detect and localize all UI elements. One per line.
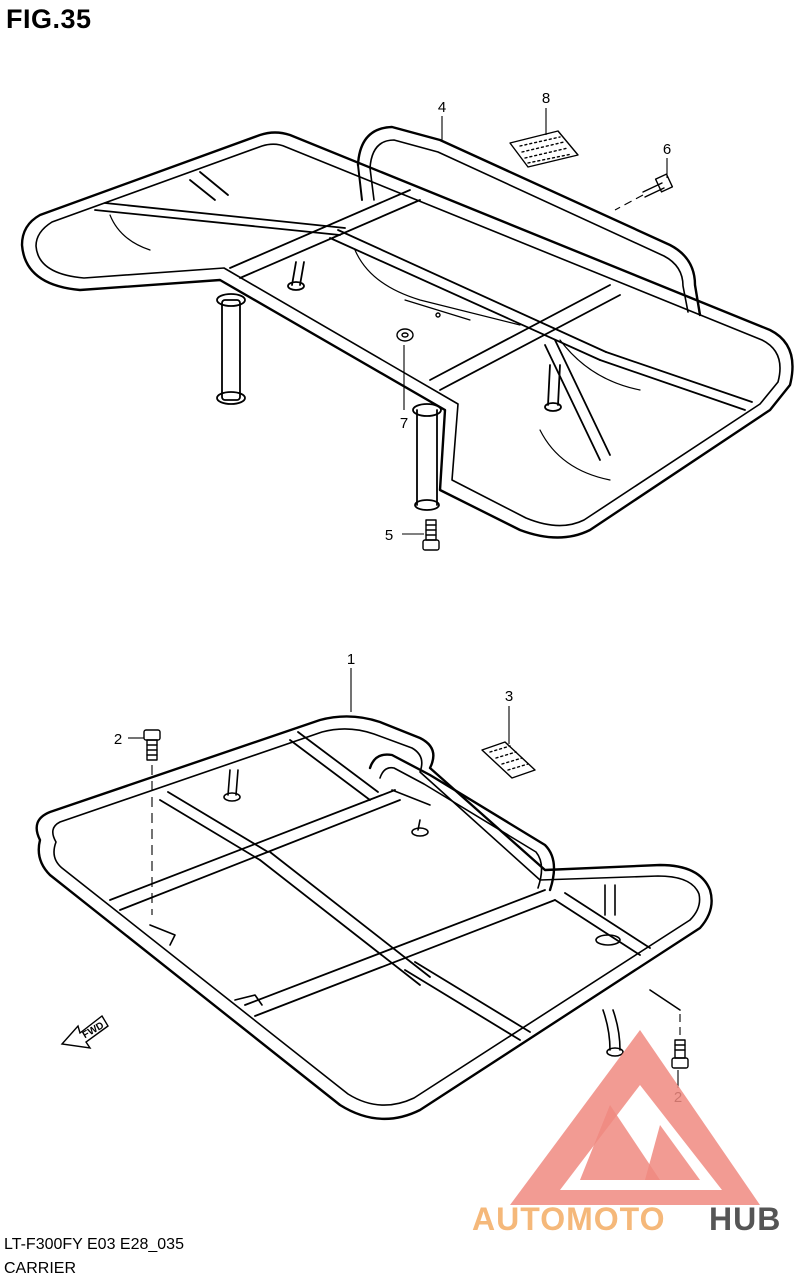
watermark-text-main: AUTOMOTO	[472, 1201, 665, 1237]
callout-3: 3	[505, 688, 513, 705]
rear-carrier-legs	[216, 261, 562, 511]
front-pad	[481, 741, 536, 779]
bolt-2-lower	[671, 1039, 689, 1069]
bolt-2-upper	[143, 729, 161, 761]
model-code: LT-F300FY E03 E28_035	[4, 1236, 184, 1253]
leader-lines	[128, 108, 681, 1088]
front-carrier-outer-frame	[35, 715, 713, 1120]
figure-title: FIG.35	[6, 4, 92, 34]
callout-1: 1	[347, 651, 355, 668]
front-carrier-cross-bars	[109, 731, 651, 1041]
bolt-5	[422, 519, 440, 551]
front-carrier-assembly	[35, 715, 713, 1120]
leader-6b	[614, 194, 644, 211]
callout-2-upper: 2	[114, 731, 122, 748]
nut-7	[396, 312, 441, 342]
fwd-arrow-icon: FWD	[60, 1014, 109, 1049]
callout-7: 7	[400, 415, 408, 432]
rear-carrier-outer-frame	[20, 131, 794, 539]
front-carrier-raised-bar	[368, 753, 556, 892]
rear-pad	[509, 130, 579, 168]
front-carrier-legs	[149, 769, 681, 1057]
watermark-logo	[510, 1030, 760, 1205]
callout-6: 6	[663, 141, 671, 158]
rear-carrier-cross-bars	[94, 171, 753, 461]
rear-carrier-raised-bar	[356, 125, 702, 317]
section-name: CARRIER	[4, 1260, 77, 1277]
callout-5: 5	[385, 527, 393, 544]
watermark-text-hub: HUB	[709, 1201, 781, 1237]
rear-carrier-assembly	[20, 125, 794, 551]
callout-8: 8	[542, 90, 550, 107]
fwd-label: FWD	[81, 1020, 106, 1041]
rear-carrier-tray	[109, 214, 641, 481]
bolt-6	[642, 173, 674, 198]
callout-4: 4	[438, 99, 446, 116]
